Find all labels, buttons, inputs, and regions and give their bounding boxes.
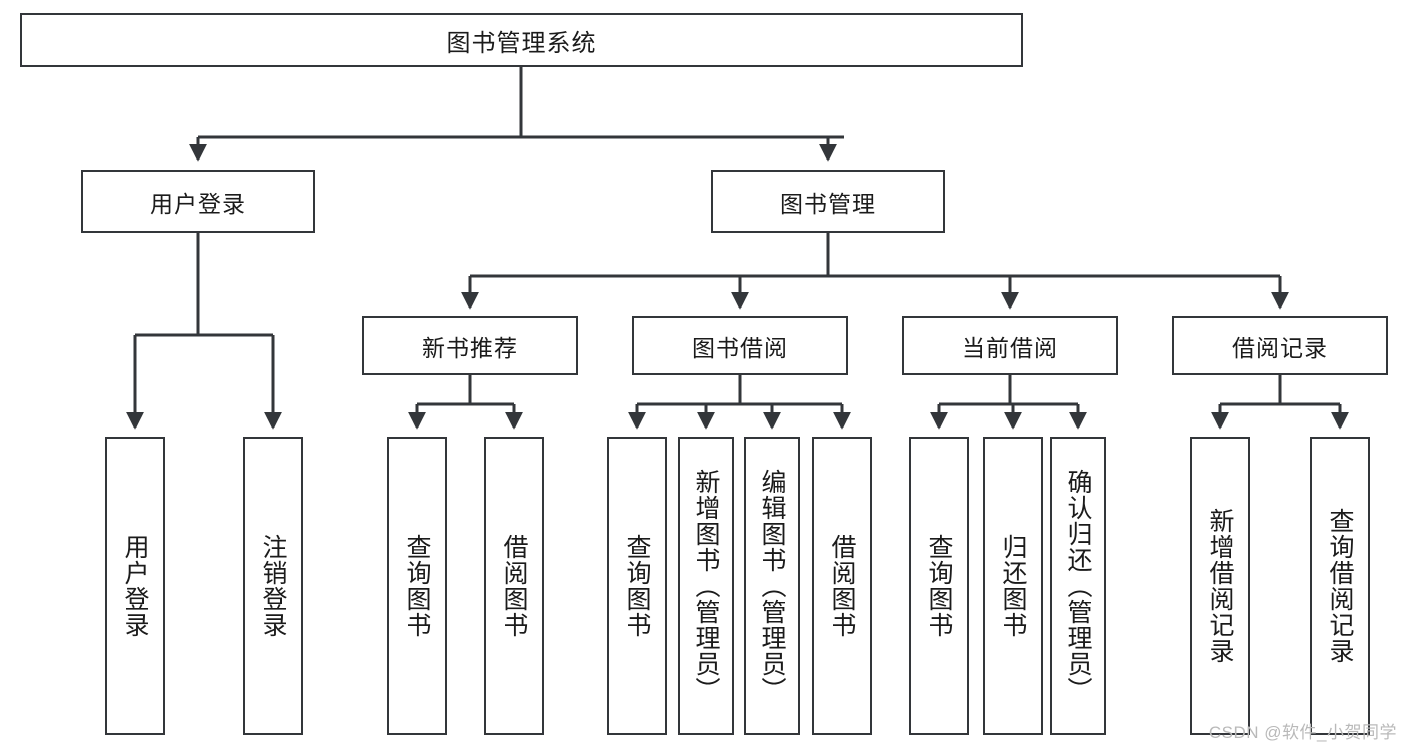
node-borrow-record[interactable]: 借阅记录 xyxy=(1172,316,1388,375)
node-leaf-query-book-3[interactable]: 查询图书 xyxy=(909,437,969,735)
node-current-borrow-label: 当前借阅 xyxy=(962,334,1058,361)
node-leaf-edit-book[interactable]: 编辑图书（管理员） xyxy=(744,437,800,735)
node-leaf-borrow-book-1[interactable]: 借阅图书 xyxy=(484,437,544,735)
node-leaf-return-book[interactable]: 归还图书 xyxy=(983,437,1043,735)
node-leaf-query-record-label: 查询借阅记录 xyxy=(1326,508,1354,664)
node-root[interactable]: 图书管理系统 xyxy=(20,13,1023,67)
node-new-book-rec[interactable]: 新书推荐 xyxy=(362,316,578,375)
node-leaf-user-login[interactable]: 用户登录 xyxy=(105,437,165,735)
node-current-borrow[interactable]: 当前借阅 xyxy=(902,316,1118,375)
node-leaf-add-record-label: 新增借阅记录 xyxy=(1206,508,1234,664)
node-book-borrow[interactable]: 图书借阅 xyxy=(632,316,848,375)
node-leaf-confirm-return-label: 确认归还（管理员） xyxy=(1064,469,1092,703)
node-root-label: 图书管理系统 xyxy=(446,29,597,57)
node-leaf-query-book-1-label: 查询图书 xyxy=(403,534,431,638)
node-leaf-borrow-book-2-label: 借阅图书 xyxy=(828,534,856,638)
node-leaf-query-book-2[interactable]: 查询图书 xyxy=(607,437,667,735)
csdn-watermark: CSDN @软件_小贺同学 xyxy=(1208,723,1397,742)
node-new-book-rec-label: 新书推荐 xyxy=(422,334,518,361)
node-book-manage[interactable]: 图书管理 xyxy=(711,170,945,233)
node-borrow-record-label: 借阅记录 xyxy=(1232,334,1328,361)
node-leaf-query-book-3-label: 查询图书 xyxy=(925,534,953,638)
node-leaf-add-book[interactable]: 新增图书（管理员） xyxy=(678,437,734,735)
node-leaf-add-book-label: 新增图书（管理员） xyxy=(692,469,720,703)
node-leaf-add-record[interactable]: 新增借阅记录 xyxy=(1190,437,1250,735)
node-leaf-confirm-return[interactable]: 确认归还（管理员） xyxy=(1050,437,1106,735)
node-user-login-label: 用户登录 xyxy=(150,190,246,217)
node-book-borrow-label: 图书借阅 xyxy=(692,334,788,361)
node-leaf-query-book-2-label: 查询图书 xyxy=(623,534,651,638)
node-leaf-borrow-book-1-label: 借阅图书 xyxy=(500,534,528,638)
node-leaf-edit-book-label: 编辑图书（管理员） xyxy=(758,469,786,703)
node-leaf-borrow-book-2[interactable]: 借阅图书 xyxy=(812,437,872,735)
node-book-manage-label: 图书管理 xyxy=(780,190,876,217)
node-leaf-query-book-1[interactable]: 查询图书 xyxy=(387,437,447,735)
node-leaf-user-logout[interactable]: 注销登录 xyxy=(243,437,303,735)
node-leaf-user-login-label: 用户登录 xyxy=(121,534,149,638)
node-leaf-query-record[interactable]: 查询借阅记录 xyxy=(1310,437,1370,735)
node-leaf-return-book-label: 归还图书 xyxy=(999,534,1027,638)
node-leaf-user-logout-label: 注销登录 xyxy=(259,534,287,638)
node-user-login[interactable]: 用户登录 xyxy=(81,170,315,233)
